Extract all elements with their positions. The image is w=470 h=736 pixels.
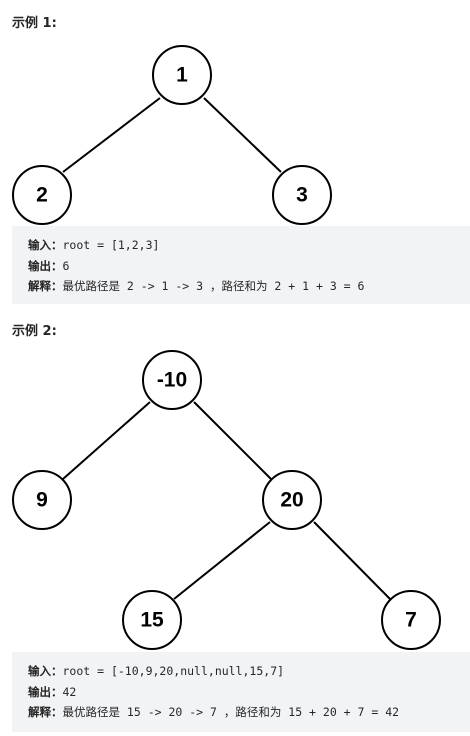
tree-edge: [62, 401, 151, 480]
tree-node: -10: [142, 350, 202, 410]
explanation-line: 解释：最优路径是 2 -> 1 -> 3 ，路径和为 2 + 1 + 3 = 6: [28, 276, 470, 297]
example-1-tree-diagram: 1 2 3: [0, 0, 470, 228]
input-line: 输入：root = [1,2,3]: [28, 235, 470, 256]
input-value: root = [-10,9,20,null,null,15,7]: [62, 664, 285, 678]
tree-node: 1: [152, 45, 212, 105]
tree-edge: [313, 521, 391, 600]
output-label: 输出：: [28, 258, 63, 273]
example-1-code-block: 输入：root = [1,2,3] 输出：6 解释：最优路径是 2 -> 1 -…: [12, 226, 470, 304]
example-1-heading: 示例 1:: [12, 16, 57, 31]
tree-node: 20: [262, 470, 322, 530]
explanation-value: 最优路径是 15 -> 20 -> 7 ，路径和为 15 + 20 + 7 = …: [62, 705, 400, 719]
input-value: root = [1,2,3]: [62, 238, 160, 252]
output-value: 42: [62, 684, 77, 699]
tree-node: 7: [381, 590, 441, 650]
explanation-value: 最优路径是 2 -> 1 -> 3 ，路径和为 2 + 1 + 3 = 6: [62, 279, 365, 293]
example-2-tree-diagram: -10 9 20 15 7: [0, 340, 470, 652]
example-2-heading: 示例 2:: [12, 324, 57, 339]
input-label: 输入：: [28, 664, 63, 678]
tree-node-label: 2: [36, 184, 48, 207]
example-2-code-block: 输入：root = [-10,9,20,null,null,15,7] 输出：4…: [12, 652, 470, 732]
tree-node-label: 7: [405, 609, 417, 632]
tree-node: 3: [272, 165, 332, 225]
tree-node-label: 20: [280, 489, 303, 512]
tree-node: 15: [122, 590, 182, 650]
output-line: 输出：6: [28, 256, 470, 277]
explanation-line: 解释：最优路径是 15 -> 20 -> 7 ，路径和为 15 + 20 + 7…: [28, 702, 470, 723]
tree-node: 9: [12, 470, 72, 530]
tree-node-label: 15: [140, 609, 164, 632]
tree-node-label: 3: [296, 184, 308, 207]
tree-node-label: -10: [157, 369, 187, 392]
tree-node-label: 1: [176, 64, 188, 87]
tree-edge: [173, 521, 271, 600]
tree-edge: [62, 97, 161, 173]
output-label: 输出：: [28, 684, 63, 699]
tree-edge: [193, 401, 272, 480]
explanation-label: 解释：: [28, 705, 63, 719]
tree-node: 2: [12, 165, 72, 225]
tree-node-label: 9: [36, 489, 48, 512]
tree-edge: [203, 97, 282, 173]
output-value: 6: [62, 258, 70, 273]
output-line: 输出：42: [28, 682, 470, 703]
explanation-label: 解释：: [28, 279, 63, 293]
input-line: 输入：root = [-10,9,20,null,null,15,7]: [28, 661, 470, 682]
input-label: 输入：: [28, 238, 63, 252]
